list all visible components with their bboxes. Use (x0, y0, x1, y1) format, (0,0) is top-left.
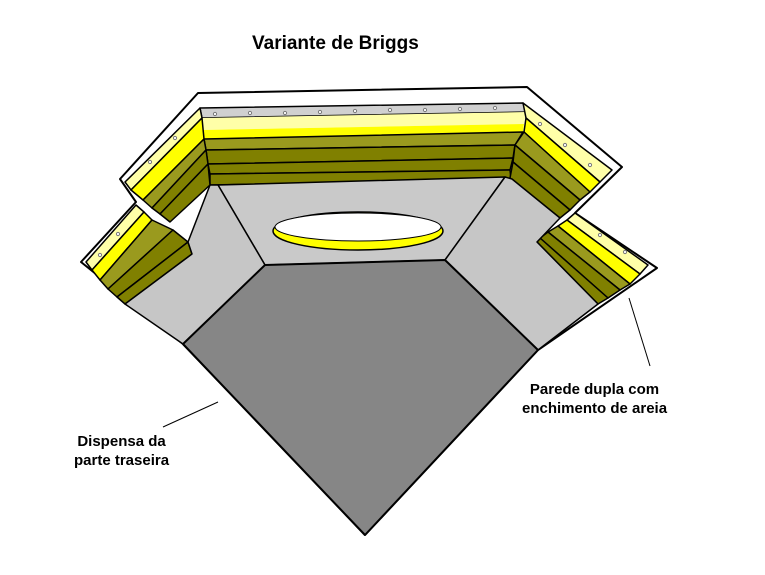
back-pantry-label: Dispensa da parte traseira (74, 432, 169, 470)
double-wall-label-line-1: Parede dupla com (529, 381, 660, 398)
double-wall-label-line-2: enchimento de areia (522, 400, 668, 417)
back-pantry-label-line-1: Dispensa da (77, 433, 166, 450)
floor (182, 259, 539, 536)
right-lower-double-wall (536, 212, 649, 305)
page-title: Variante de Briggs (252, 33, 419, 54)
oval-opening (272, 211, 444, 251)
double-wall-label: Parede dupla com enchimento de areia (522, 380, 667, 418)
rim-dots (97, 105, 628, 258)
oval-opening-inner (274, 212, 442, 242)
back-pantry-label-line-2: parte traseira (74, 452, 170, 469)
back-wall-pale-band (202, 112, 526, 130)
back-double-wall (199, 102, 527, 186)
left-inner-wall (124, 184, 266, 345)
right-double-wall (509, 102, 613, 219)
left-double-wall (124, 107, 211, 223)
callout-line-back-pantry (162, 401, 219, 428)
callout-line-double-wall (628, 297, 651, 367)
back-wall-yellow-band (203, 124, 524, 139)
